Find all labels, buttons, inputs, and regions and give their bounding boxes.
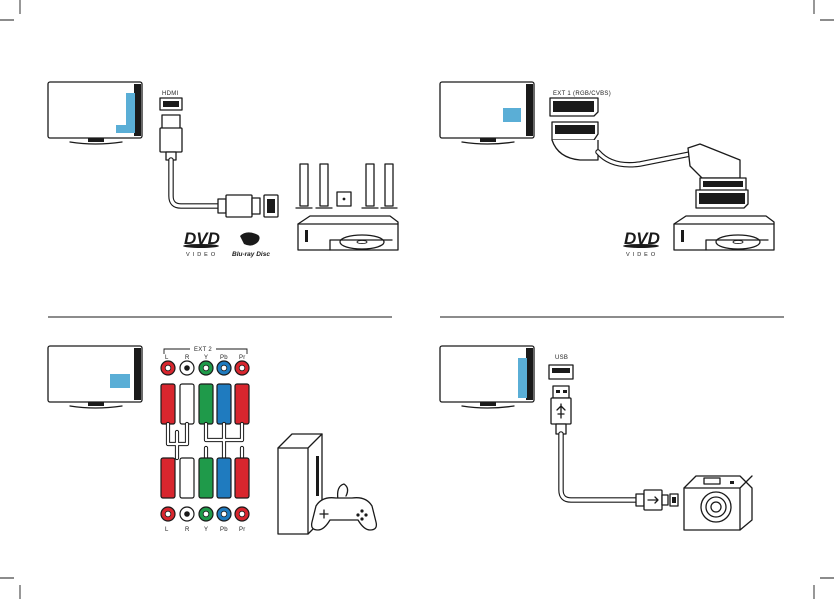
tv-icon (439, 81, 535, 145)
gamepad-icon (310, 483, 378, 531)
dvd-logo-text: DVD (184, 229, 220, 248)
jack-label-pb-bottom: Pb (220, 527, 228, 533)
component-jack-labels-top: L R Y Pb Pr (165, 355, 246, 361)
jack-label-l: L (165, 355, 169, 361)
rca-connector-icon (160, 383, 250, 425)
hdmi-connector-icon (159, 114, 183, 161)
component-cables (165, 421, 245, 461)
dvd-logo-sub: VIDEO (626, 252, 658, 258)
bluray-logo-text: Blu-ray Disc (232, 251, 270, 258)
tv-icon (47, 345, 143, 409)
dvd-player-icon (297, 215, 399, 251)
tv-icon (47, 81, 143, 145)
bluray-logo: Blu-ray Disc (232, 232, 270, 258)
hdmi-connector-end-icon (217, 194, 279, 218)
camera-icon (683, 475, 753, 531)
usb-port-icon (548, 364, 574, 380)
component-jacks-bottom (160, 506, 250, 522)
scart-port-label: EXT 1 (RGB/CVBS) (553, 91, 611, 97)
rca-connector-bottom-icon (160, 457, 250, 499)
hdmi-port-label: HDMI (162, 91, 179, 97)
panel-usb: USB (439, 345, 753, 531)
jack-label-l-bottom: L (165, 527, 169, 533)
component-port-label: EXT 2 (194, 347, 212, 353)
tv-icon (439, 345, 535, 409)
scart-connector-end-icon (687, 143, 749, 209)
jack-label-y: Y (204, 355, 208, 361)
scart-connector-icon (551, 121, 599, 161)
jack-label-pr-bottom: Pr (239, 527, 246, 533)
dvd-logo: DVD VIDEO (183, 229, 220, 258)
home-theater-icon (295, 163, 398, 209)
jack-label-r: R (185, 355, 190, 361)
dvd-player-icon (673, 215, 775, 251)
panel-hdmi: HDMI (47, 81, 399, 258)
hdmi-port-icon (159, 97, 183, 111)
jack-label-r-bottom: R (185, 527, 190, 533)
dvd-logo-text: DVD (624, 229, 660, 248)
component-jacks-top (160, 360, 250, 376)
usb-port-label: USB (555, 355, 568, 361)
game-console-icon (277, 433, 323, 535)
mini-usb-connector-icon (635, 489, 679, 511)
usb-connector-icon (550, 385, 572, 435)
jack-label-y-bottom: Y (204, 527, 208, 533)
dvd-logo-sub: VIDEO (186, 252, 218, 258)
jack-label-pr: Pr (239, 355, 246, 361)
dvd-logo: DVD VIDEO (623, 229, 660, 258)
scart-port-icon (549, 97, 599, 117)
panel-component: EXT 2 L R Y Pb Pr (47, 345, 378, 535)
panel-scart: EXT 1 (RGB/CVBS) DVD (439, 81, 775, 258)
component-jack-labels-bottom: L R Y Pb Pr (165, 527, 246, 533)
jack-label-pb: Pb (220, 355, 228, 361)
